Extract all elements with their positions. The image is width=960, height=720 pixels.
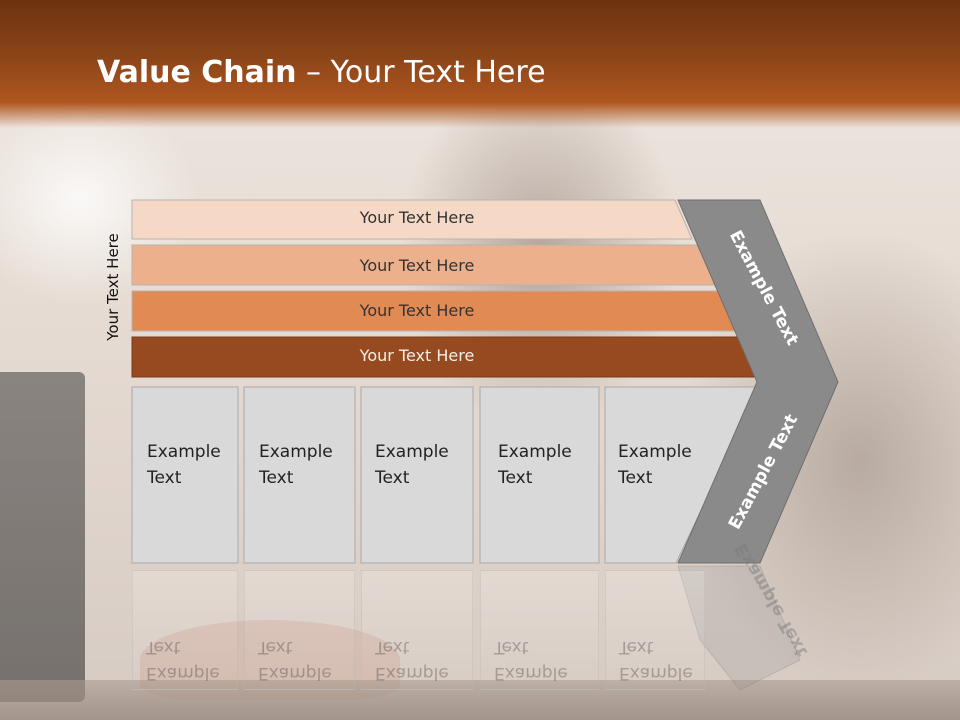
activity-4-box[interactable] — [479, 386, 600, 564]
activity-1: Example Text — [133, 387, 238, 563]
band-1-label: Your Text Here — [359, 208, 475, 227]
activity-5-box[interactable] — [604, 386, 761, 564]
activity-4-line2: Text — [498, 468, 533, 488]
activity-4-line1: Example — [498, 442, 572, 462]
activity-5: Example Text — [604, 387, 714, 563]
chevron-reflection — [677, 565, 801, 691]
activity-3-line1: Example — [375, 442, 449, 462]
activity-3-label: Example Text — [375, 439, 449, 491]
activity-2-line2: Text — [259, 468, 294, 488]
activity-2-label: Example Text — [259, 439, 333, 491]
band-3-label: Your Text Here — [359, 301, 475, 320]
activity-5-line1: Example — [618, 442, 692, 462]
activity-1-label: Example Text — [147, 439, 221, 491]
activity-5-line2: Text — [618, 468, 653, 488]
activity-2: Example Text — [245, 387, 355, 563]
activity-1-line2: Text — [147, 468, 182, 488]
activity-3-box[interactable] — [360, 386, 474, 564]
activity-4: Example Text — [484, 387, 599, 563]
activity-2-box[interactable] — [243, 386, 356, 564]
activity-4-label: Example Text — [498, 439, 572, 491]
title-rest: – Your Text Here — [296, 55, 546, 90]
reflection-box — [480, 570, 599, 690]
activity-3: Example Text — [361, 387, 473, 563]
band-1-shape[interactable] — [131, 199, 693, 240]
background-laptop — [0, 372, 85, 702]
activity-1-box[interactable] — [131, 386, 239, 564]
margin-chevron[interactable] — [677, 199, 839, 564]
slide-title[interactable]: Value Chain – Your Text Here — [97, 55, 546, 90]
band-4-label: Your Text Here — [359, 346, 475, 365]
reflection-box — [361, 570, 473, 690]
header-band — [0, 0, 960, 128]
reflection-box — [244, 570, 355, 690]
band-2-label: Your Text Here — [359, 256, 475, 275]
reflection-box — [605, 570, 705, 690]
activity-3-line2: Text — [375, 468, 410, 488]
activity-5-label: Example Text — [618, 439, 692, 491]
title-bold: Value Chain — [97, 55, 297, 90]
background-desk — [0, 680, 960, 720]
activity-2-line1: Example — [259, 442, 333, 462]
activity-1-line1: Example — [147, 442, 221, 462]
reflection-box — [132, 570, 238, 690]
